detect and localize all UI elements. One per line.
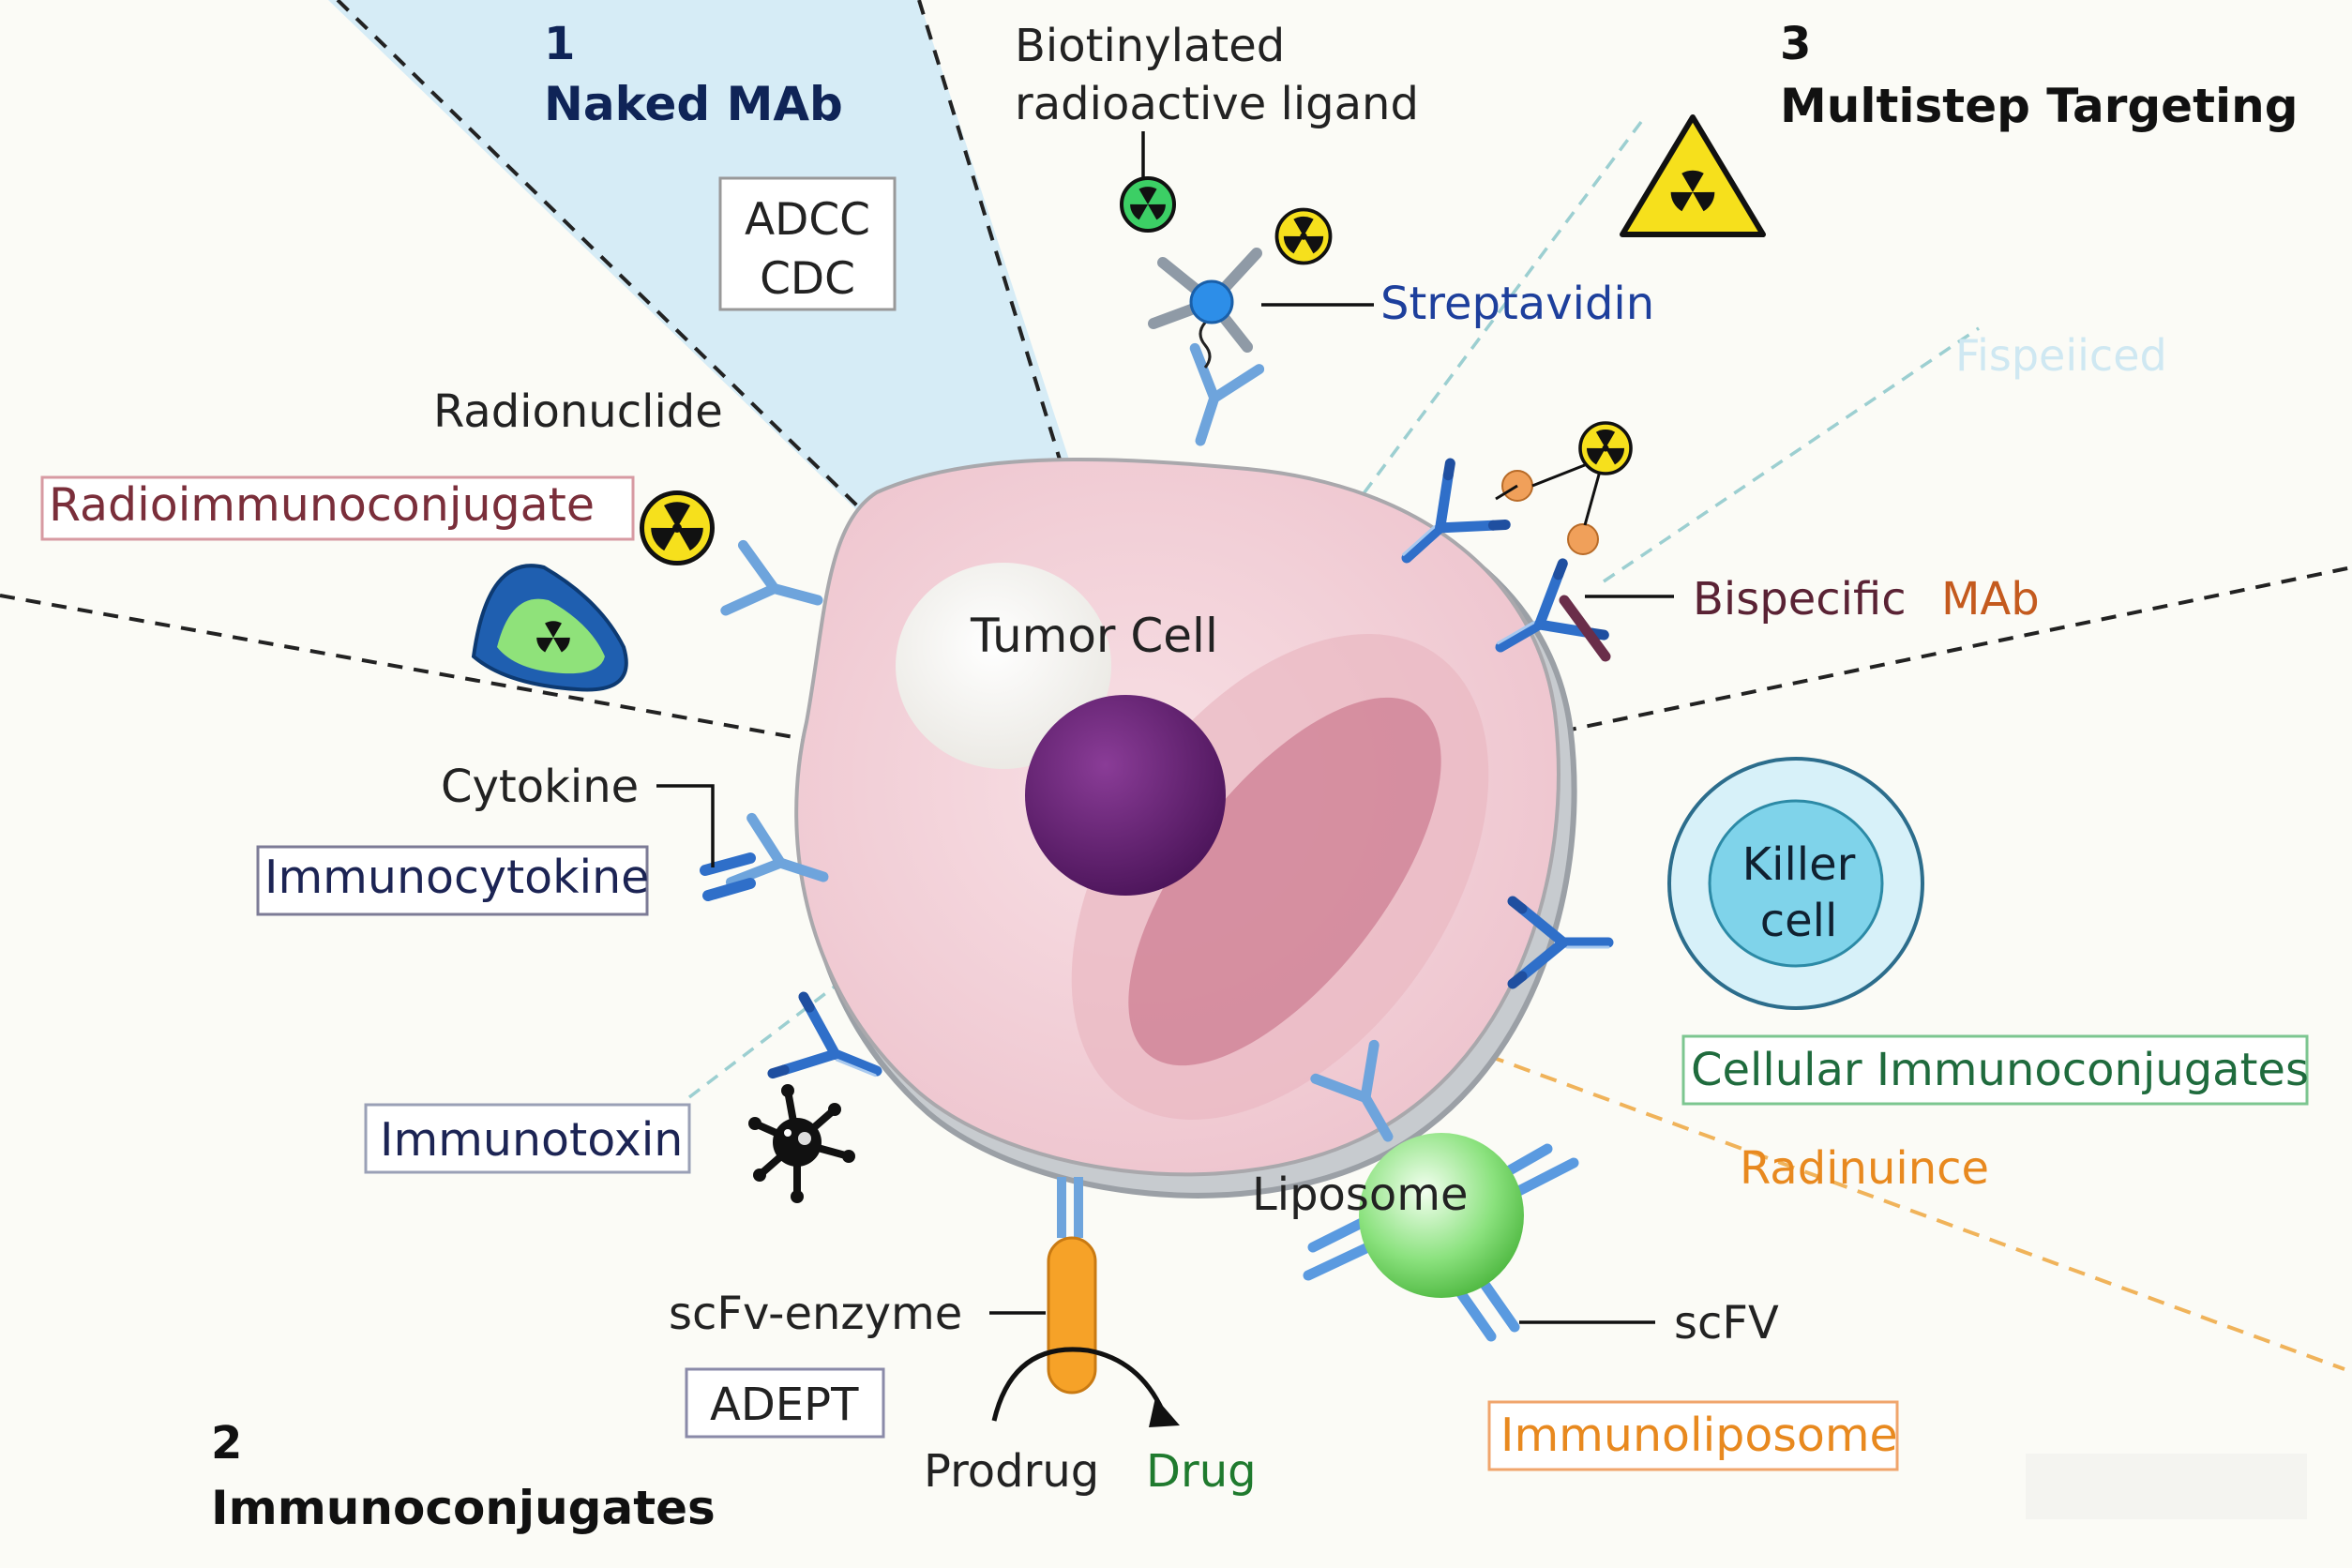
section-3-number: 3 bbox=[1780, 18, 1811, 70]
streptavidin-antibody bbox=[1168, 348, 1259, 451]
sector-divider-lines bbox=[0, 0, 2352, 745]
streptavidin-label: Streptavidin bbox=[1380, 278, 1654, 330]
immunocytokine-box bbox=[256, 845, 649, 916]
endoplasmic-body bbox=[1128, 697, 1441, 1066]
cytokine-block bbox=[700, 852, 756, 876]
nucleus bbox=[1025, 695, 1226, 896]
immunotoxin-label: Immunotoxin bbox=[380, 1113, 683, 1167]
hazard-triangle-icon bbox=[1620, 114, 1766, 237]
killer-cell-label-2: cell bbox=[1760, 895, 1838, 947]
liposome bbox=[1359, 1133, 1524, 1298]
radionuclide-label: Radionuclide bbox=[433, 385, 723, 438]
biotinylated-label: Biotinylated bbox=[1015, 20, 1285, 72]
section-2-title: Immunoconjugates bbox=[211, 1481, 716, 1535]
adcc-label: ADCC bbox=[745, 194, 870, 246]
tumor-cell-label: Tumor Cell bbox=[970, 609, 1218, 663]
watermark-blur bbox=[2026, 1454, 2307, 1519]
radiation-icon bbox=[642, 493, 713, 564]
radiation-icon bbox=[1274, 207, 1333, 265]
radioimmunoconjugate-label: Radioimmunoconjugate bbox=[49, 478, 595, 532]
section-1-title: Naked MAb bbox=[544, 77, 843, 131]
nucleolus bbox=[896, 563, 1111, 769]
radioimmunoconjugate-antibody bbox=[726, 545, 827, 632]
adept-label: ADEPT bbox=[710, 1379, 859, 1431]
radiation-icon bbox=[1578, 421, 1633, 475]
radioactive-ligand-label: radioactive ligand bbox=[1015, 78, 1419, 130]
killer-cell-nucleus bbox=[1708, 799, 1884, 968]
immunoliposome-label: Immunoliposome bbox=[1500, 1409, 1898, 1462]
cytokine-label: Cytokine bbox=[441, 761, 639, 813]
immunotoxin-box bbox=[364, 1103, 691, 1174]
cytokine-pointer bbox=[656, 784, 715, 867]
conversion-arrow-icon bbox=[991, 1347, 1180, 1427]
cellular-immunoconjugates-label: Cellular Immunoconjugates bbox=[1691, 1044, 2309, 1096]
hapten-bead bbox=[1567, 523, 1599, 555]
cellular-guide-line bbox=[1434, 1034, 2345, 1371]
fispeiiced-label: Fispeiiced bbox=[1955, 330, 2167, 381]
liposome-label: Liposome bbox=[1252, 1168, 1469, 1221]
scfv-label: scFV bbox=[1674, 1297, 1779, 1349]
bispecific-label: Bispecific bbox=[1693, 573, 1907, 626]
drug-label: Drug bbox=[1146, 1445, 1257, 1498]
radinuince-label: Radinuince bbox=[1740, 1142, 1989, 1195]
section-1-number: 1 bbox=[544, 18, 575, 70]
cdc-label: CDC bbox=[760, 253, 855, 305]
mab-label: MAb bbox=[1941, 573, 2040, 626]
naked-mab-region bbox=[328, 0, 1069, 525]
killer-cell-label-1: Killer bbox=[1742, 838, 1856, 891]
section-3-title: Multistep Targeting bbox=[1780, 79, 2299, 133]
immunoliposome-box bbox=[1487, 1400, 1899, 1471]
cellular-box bbox=[1681, 1034, 2309, 1106]
adcc-cdc-box bbox=[718, 176, 897, 311]
radiation-icon bbox=[1130, 187, 1166, 220]
streptavidin-core bbox=[1189, 279, 1234, 324]
enzyme-capsule bbox=[1047, 1236, 1097, 1395]
prodrug-label: Prodrug bbox=[924, 1445, 1099, 1498]
hazard-triangle-icon bbox=[471, 564, 628, 692]
toxin-icon bbox=[748, 1084, 855, 1203]
immunocytokine-label: Immunocytokine bbox=[264, 851, 649, 904]
adept-box bbox=[685, 1367, 885, 1439]
scfv-enzyme-label: scFv-enzyme bbox=[669, 1288, 962, 1340]
section-2-number: 2 bbox=[211, 1417, 242, 1470]
radioimmunoconjugate-box bbox=[40, 475, 635, 541]
